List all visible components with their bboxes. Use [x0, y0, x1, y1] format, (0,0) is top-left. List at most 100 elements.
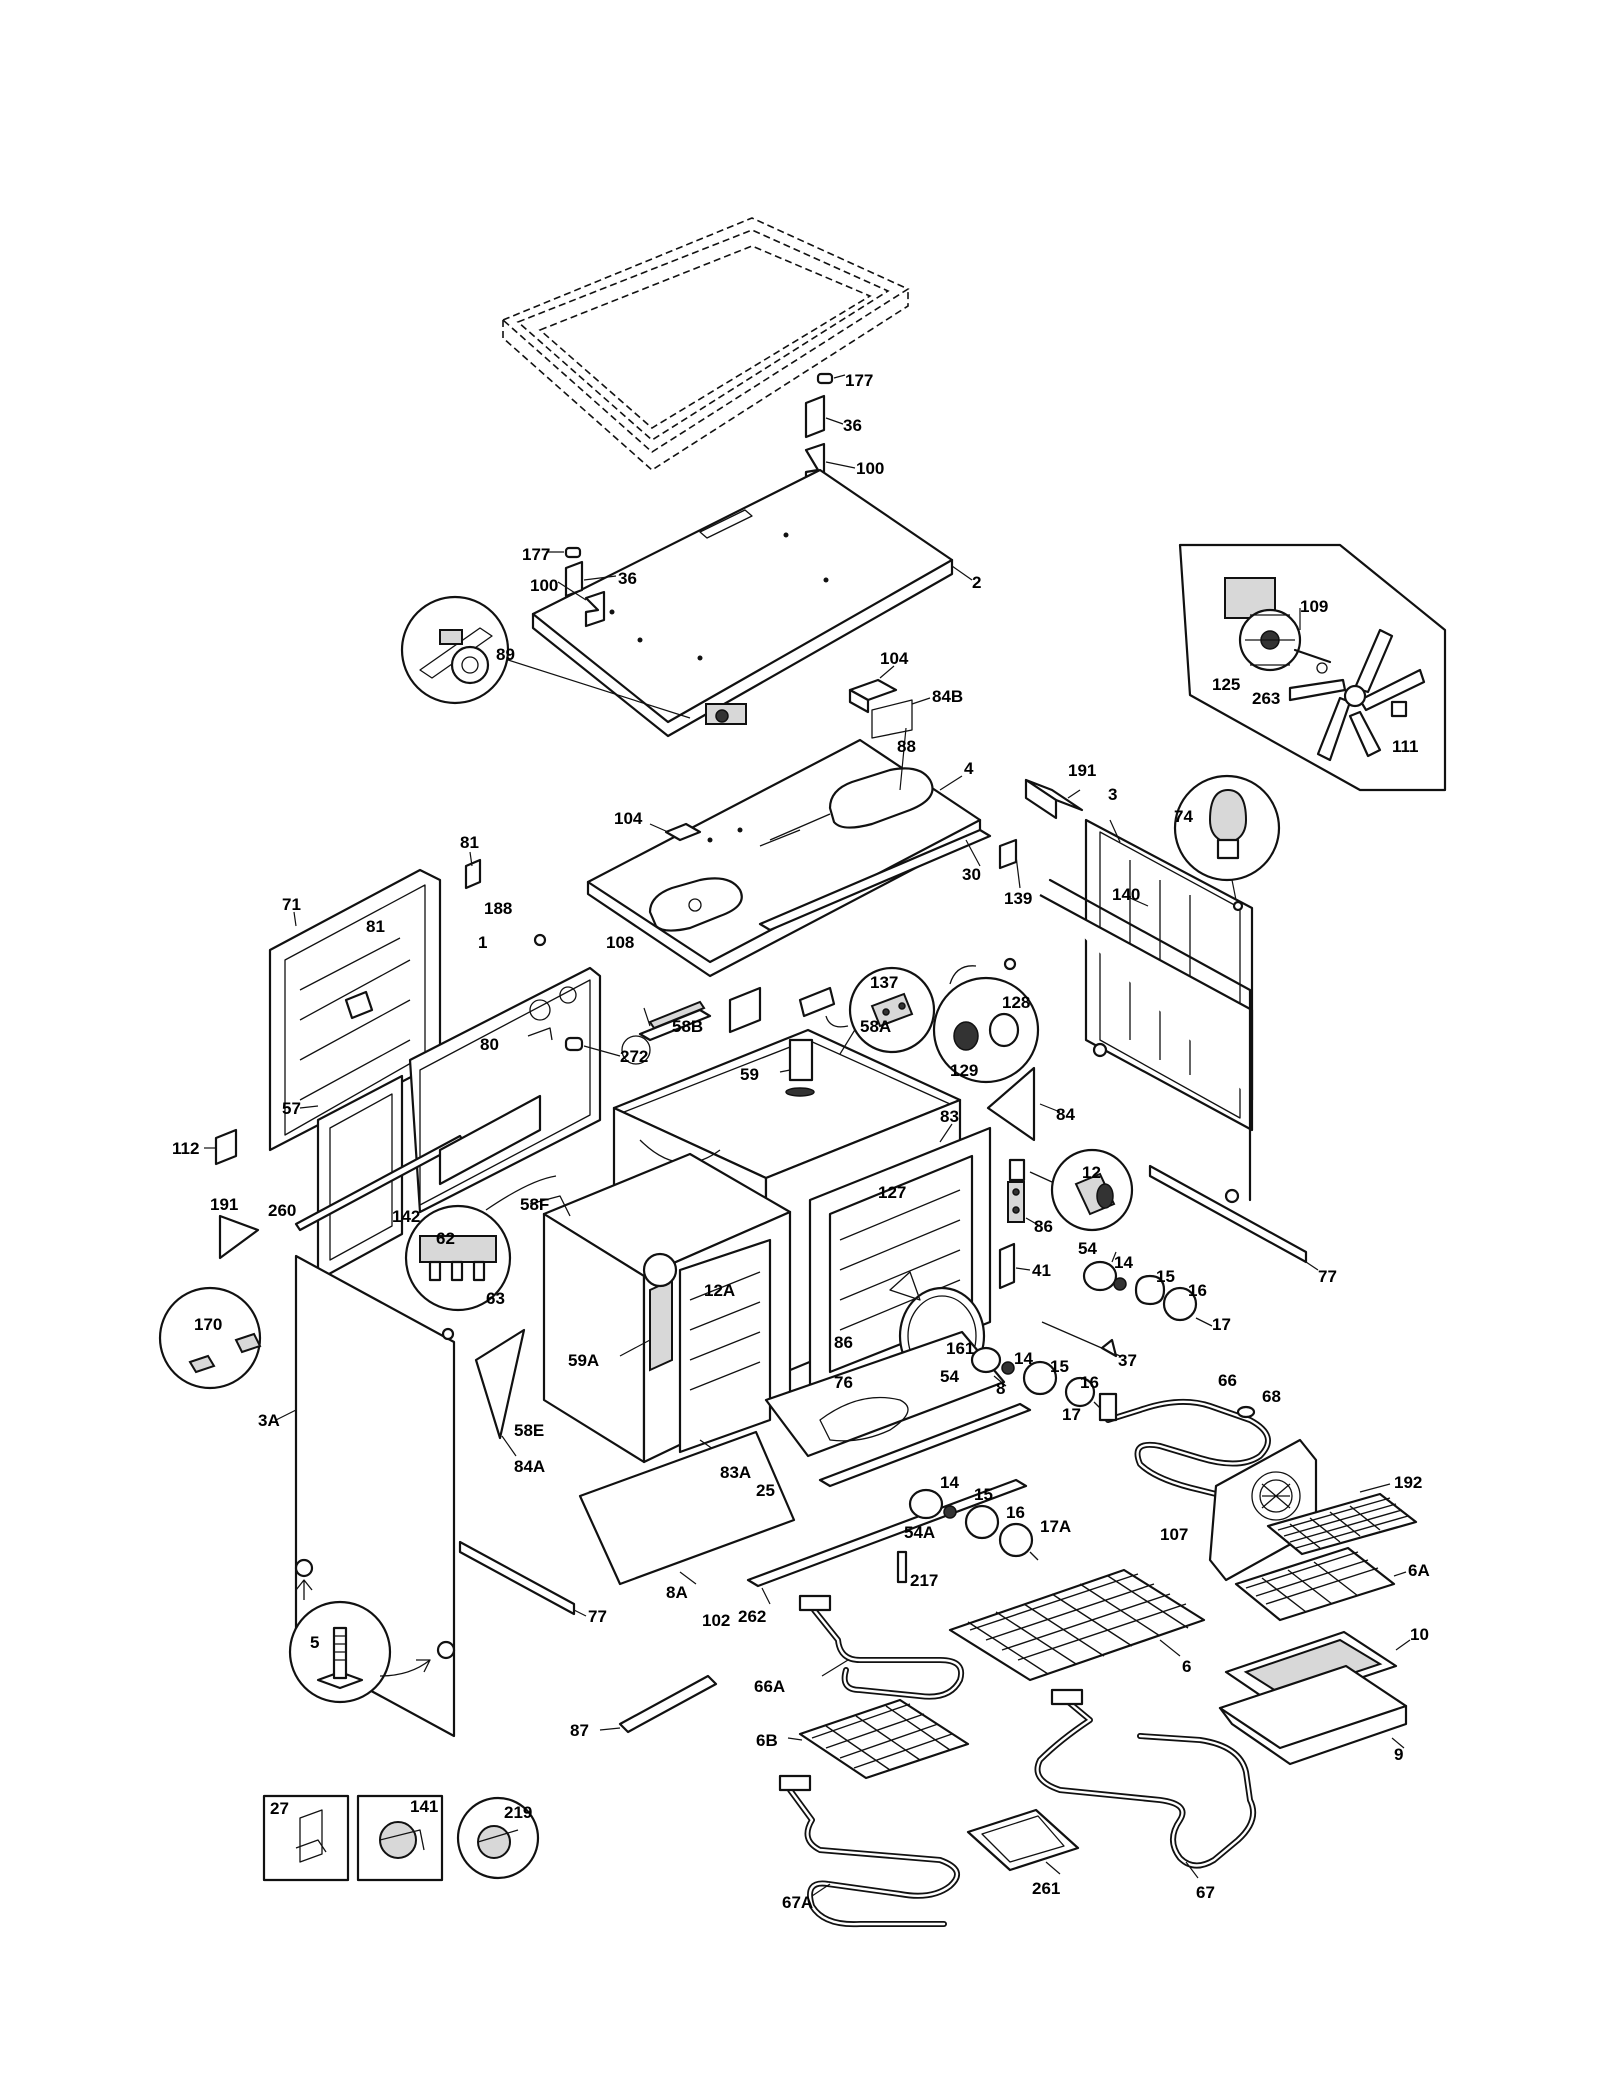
label-16: 16 [1080, 1373, 1099, 1392]
label-170: 170 [194, 1315, 222, 1334]
label-12A: 12A [704, 1281, 735, 1300]
label-112: 112 [172, 1139, 199, 1158]
grid-6A [1234, 1546, 1407, 1622]
wire-37 [1041, 1321, 1121, 1358]
leveling-leg-icon [288, 1579, 431, 1704]
label-14: 14 [940, 1473, 959, 1492]
bracket-87 [599, 1674, 718, 1734]
tray-261 [966, 1808, 1080, 1875]
label-14: 14 [1014, 1349, 1033, 1368]
label-66: 66 [1218, 1371, 1237, 1390]
label-67: 67 [1196, 1883, 1215, 1902]
label-12: 12 [1082, 1163, 1101, 1182]
label-2: 2 [972, 573, 981, 592]
left-small-parts [204, 1094, 542, 1260]
label-161: 161 [946, 1339, 974, 1358]
label-142: 142 [392, 1207, 420, 1226]
label-177: 177 [522, 545, 550, 564]
label-4: 4 [964, 759, 974, 778]
label-8: 8 [996, 1379, 1005, 1398]
element-108 [621, 1000, 712, 1065]
label-77: 77 [588, 1607, 607, 1626]
bracket-41 [998, 1242, 1031, 1290]
label-59A: 59A [568, 1351, 599, 1370]
callout-128-129 [932, 957, 1040, 1084]
label-67A: 67A [782, 1893, 813, 1912]
label-127: 127 [878, 1183, 906, 1202]
broiler-pan [1218, 1630, 1411, 1766]
label-68: 68 [1262, 1387, 1281, 1406]
label-3: 3 [1108, 785, 1117, 804]
label-36: 36 [843, 416, 862, 435]
rails-102-262 [746, 1402, 1032, 1605]
label-86: 86 [1034, 1217, 1053, 1236]
label-27: 27 [270, 1799, 289, 1818]
shield-84A [474, 1328, 526, 1457]
label-54: 54 [1078, 1239, 1097, 1258]
label-54A: 54A [904, 1523, 935, 1542]
label-17: 17 [1212, 1315, 1231, 1334]
label-89: 89 [496, 645, 515, 664]
label-30: 30 [962, 865, 981, 884]
label-63: 63 [486, 1289, 505, 1308]
label-217: 217 [910, 1571, 938, 1590]
label-81: 81 [460, 833, 479, 852]
label-17A: 17A [1040, 1517, 1071, 1536]
label-141: 141 [410, 1797, 438, 1816]
label-139: 139 [1004, 889, 1032, 908]
label-74: 74 [1174, 807, 1193, 826]
shield-104-top [848, 665, 931, 739]
label-25: 25 [756, 1481, 775, 1500]
thermostat-219-icon [456, 1796, 540, 1880]
label-62: 62 [436, 1229, 455, 1248]
label-191: 191 [210, 1195, 238, 1214]
label-261: 261 [1032, 1879, 1060, 1898]
label-76: 76 [834, 1373, 853, 1392]
cooktop-frame [501, 217, 910, 471]
label-104: 104 [880, 649, 909, 668]
label-177: 177 [845, 371, 873, 390]
element-66 [1098, 1392, 1271, 1503]
label-260: 260 [268, 1201, 296, 1220]
label-272: 272 [620, 1047, 648, 1066]
label-16: 16 [1188, 1281, 1207, 1300]
fuse-block-icon [404, 1175, 557, 1312]
label-107: 107 [1160, 1525, 1188, 1544]
lamp-socket-set-3 [896, 1488, 1039, 1584]
right-side-parts [758, 778, 1254, 1204]
oven-top-panel [586, 727, 982, 978]
callout-137 [825, 966, 936, 1054]
label-36: 36 [618, 569, 637, 588]
label-58E: 58E [514, 1421, 544, 1440]
small-parts-middle [529, 986, 836, 1217]
top-panel [531, 468, 973, 738]
thermostat-89-part [705, 703, 747, 725]
element-67A [778, 1774, 960, 1928]
bracket-27-icon [262, 1794, 350, 1882]
label-17: 17 [1062, 1405, 1081, 1424]
label-9: 9 [1394, 1745, 1403, 1764]
label-102: 102 [702, 1611, 730, 1630]
label-84: 84 [1056, 1105, 1075, 1124]
label-66A: 66A [754, 1677, 785, 1696]
thermostat-141-icon [356, 1794, 444, 1882]
label-83A: 83A [720, 1463, 751, 1482]
fan-assembly-icon [1178, 543, 1447, 792]
rack-6B [787, 1698, 970, 1780]
floor-panels [578, 1330, 1007, 1586]
label-71: 71 [282, 895, 301, 914]
label-83: 83 [940, 1107, 959, 1126]
element-66A [798, 1594, 964, 1700]
rack-6 [948, 1568, 1206, 1682]
label-188: 188 [484, 899, 512, 918]
label-6: 6 [1182, 1657, 1191, 1676]
thermostat-89-icon [400, 595, 691, 719]
label-16: 16 [1006, 1503, 1025, 1522]
label-54: 54 [940, 1367, 959, 1386]
rails-77 [458, 1164, 1319, 1617]
label-104: 104 [614, 809, 643, 828]
heat-shield-icon [986, 1066, 1061, 1142]
label-87: 87 [570, 1721, 589, 1740]
label-109: 109 [1300, 597, 1328, 616]
label-192: 192 [1394, 1473, 1422, 1492]
